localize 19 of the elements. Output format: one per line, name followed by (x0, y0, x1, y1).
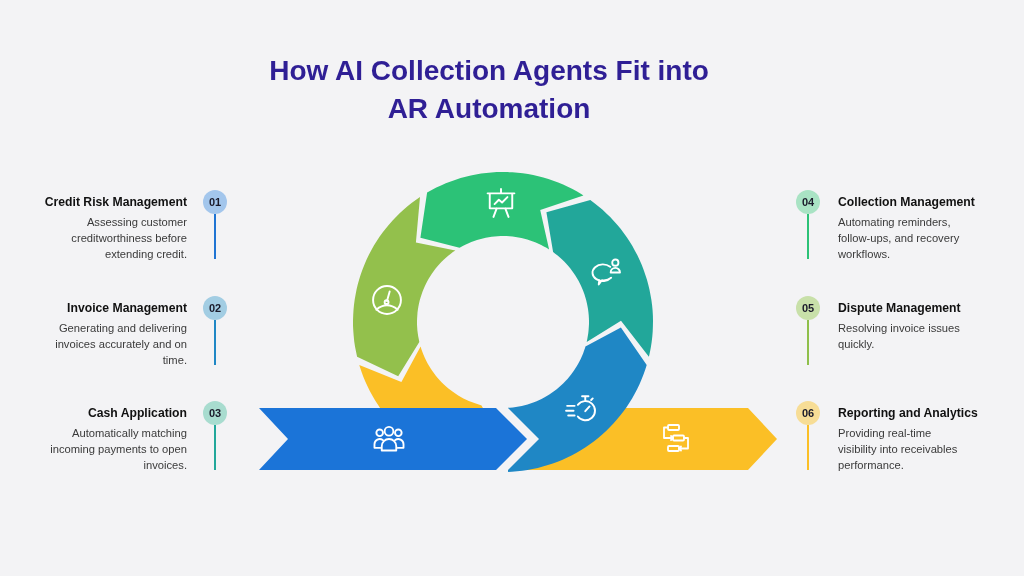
step-description: Resolving invoice issues quickly. (838, 321, 961, 352)
step-heading: Cash Application (87, 405, 187, 421)
step-number-badge: 03 (203, 401, 227, 425)
step-number-badge: 06 (796, 401, 820, 425)
step-description: Automatically matching incoming payments to open invoices. (49, 426, 187, 473)
step-number-badge: 02 (203, 296, 227, 320)
step-number-badge: 04 (796, 190, 820, 214)
step-number-badge: 01 (203, 190, 227, 214)
step-heading: Dispute Management (838, 300, 961, 316)
step-description: Assessing customer creditworthiness before extending credit. (70, 215, 187, 262)
step-heading: Invoice Management (67, 300, 187, 316)
step-description: Generating and delivering invoices accurately and on time. (54, 321, 187, 368)
step-heading: Credit Risk Management (44, 194, 187, 210)
step-number-badge: 05 (796, 296, 820, 320)
diagram-title: How AI Collection Agents Fit into AR Automation (268, 54, 710, 126)
step-heading: Reporting and Analytics (838, 405, 978, 421)
step-heading: Collection Management (838, 194, 975, 210)
step-description: Providing real-time visibility into receivables performance. (838, 426, 959, 473)
step-description: Automating reminders, follow-ups, and recovery workflows. (838, 215, 961, 262)
